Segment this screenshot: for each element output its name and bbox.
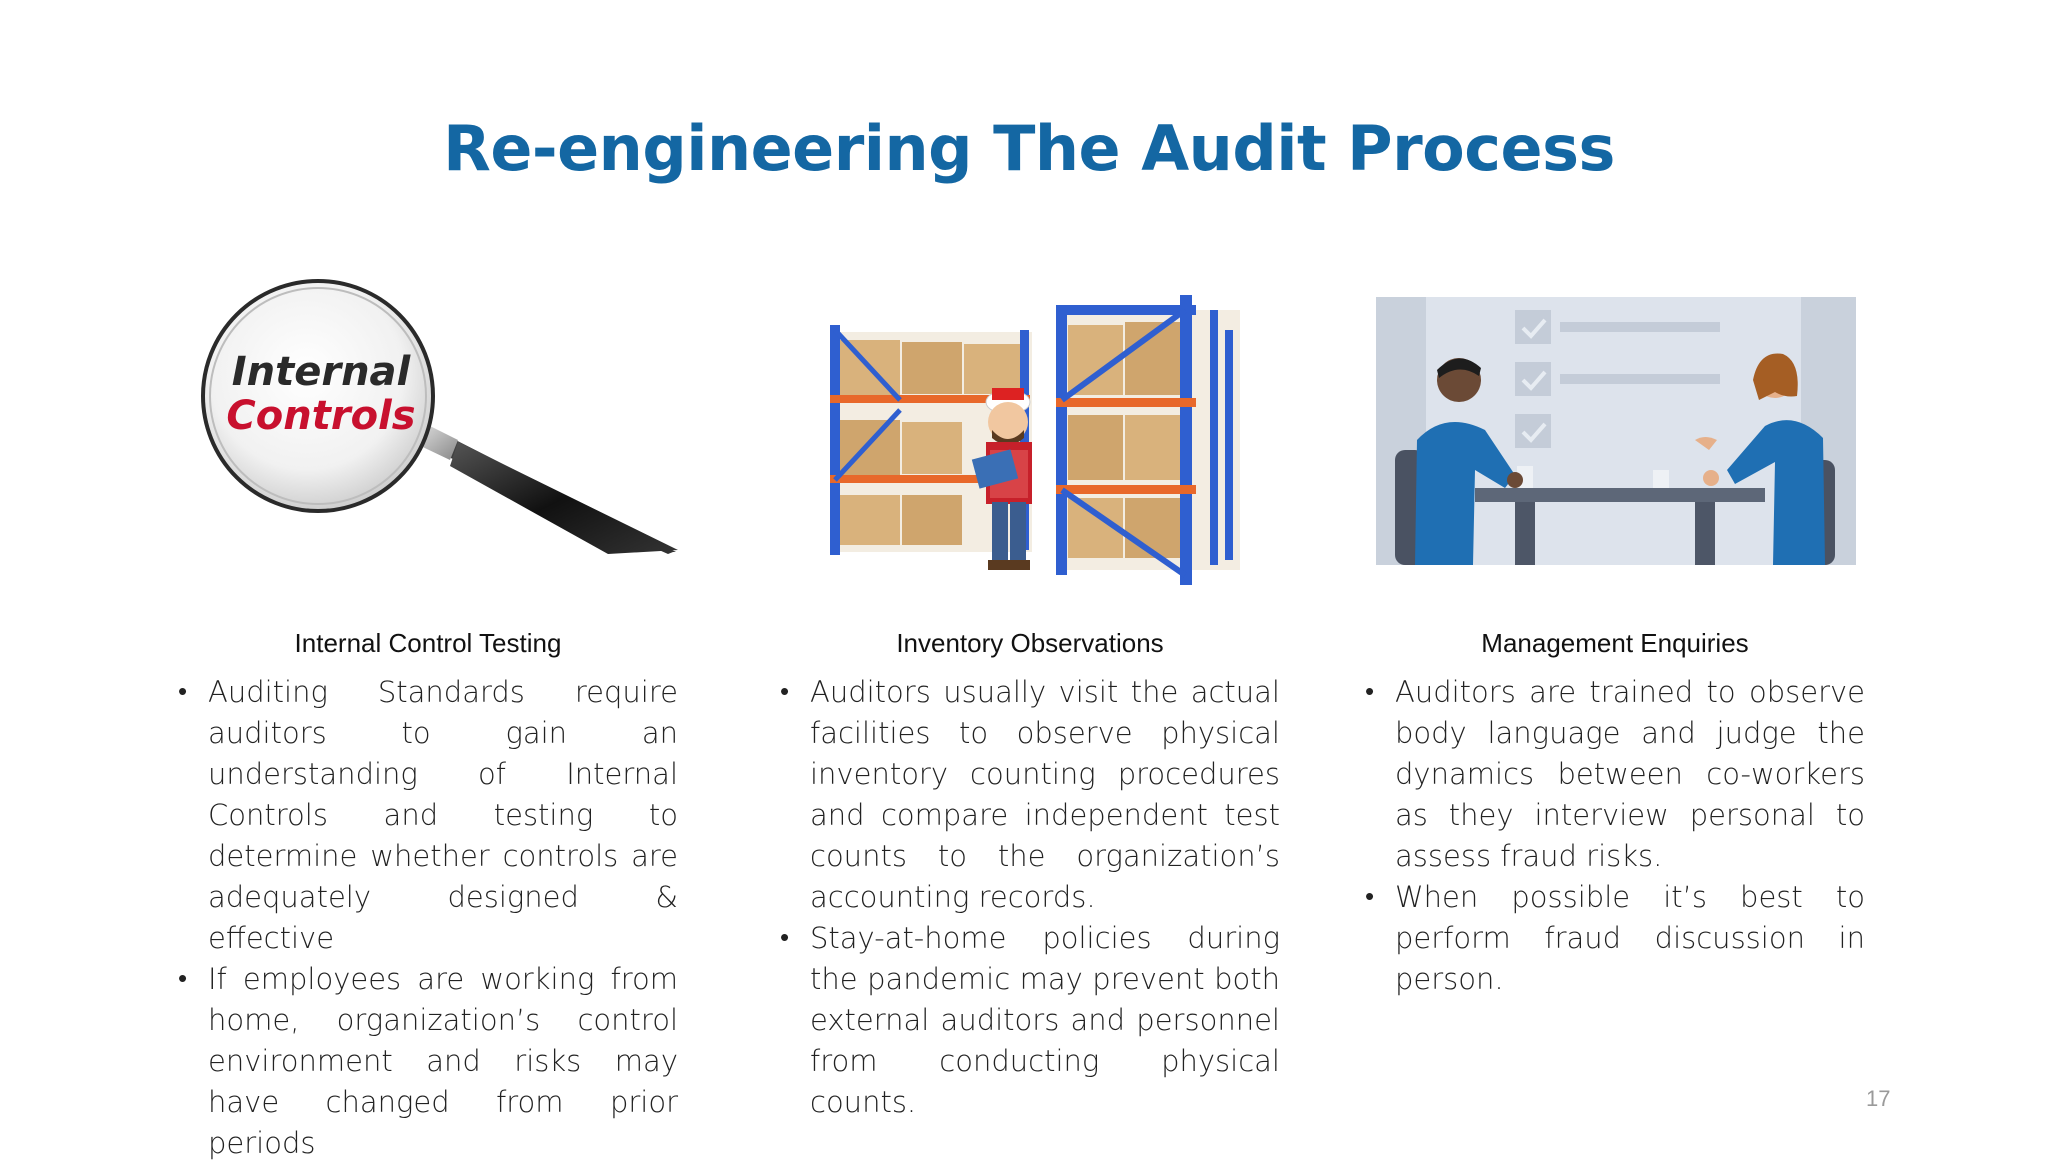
column-heading: Management Enquiries <box>1481 628 1749 658</box>
bullet-item: Auditors usually visit the actual facili… <box>780 672 1280 918</box>
bullet-list: Auditors are trained to observe body lan… <box>1365 672 1865 1000</box>
meeting-illustration <box>1355 270 1875 610</box>
checklist-icon <box>1515 310 1720 448</box>
magnifying-glass-icon <box>201 279 678 554</box>
bullet-list: Auditing Standards require auditors to g… <box>178 672 678 1164</box>
man-figure <box>1415 358 1523 565</box>
bullet-list: Auditors usually visit the actual facili… <box>780 672 1280 1123</box>
internal-controls-logo-text: Internal Controls <box>216 350 426 438</box>
bullet-item: When possible it’s best to perform fraud… <box>1365 877 1865 1000</box>
warehouse-rack-icon <box>830 295 1240 585</box>
right-rack <box>1056 295 1240 585</box>
bullet-item: If employees are working from home, orga… <box>178 959 678 1164</box>
column-heading: Internal Control Testing <box>294 628 562 658</box>
column-heading: Inventory Observations <box>896 628 1164 658</box>
warehouse-image <box>770 270 1290 610</box>
column-internal-control-testing: Internal Controls Internal Control Testi… <box>168 270 688 1160</box>
meeting-icon <box>1376 297 1856 565</box>
bullet-item: Auditing Standards require auditors to g… <box>178 672 678 959</box>
logo-internal: Internal <box>231 349 411 395</box>
worker-figure <box>971 388 1032 570</box>
column-inventory-observations: Inventory Observations Auditors usually … <box>770 270 1290 1119</box>
page-number: 17 <box>1866 1086 1891 1111</box>
column-management-enquiries: Management Enquiries Auditors are traine… <box>1355 270 1875 996</box>
bullet-item: Auditors are trained to observe body lan… <box>1365 672 1865 877</box>
logo-controls: Controls <box>226 393 416 439</box>
woman-figure <box>1695 353 1825 565</box>
bullet-item: Stay-at-home policies during the pandemi… <box>780 918 1280 1123</box>
magnifying-glass-image: Internal Controls <box>168 270 688 610</box>
slide-title: Re-engineering The Audit Process <box>443 112 1615 185</box>
